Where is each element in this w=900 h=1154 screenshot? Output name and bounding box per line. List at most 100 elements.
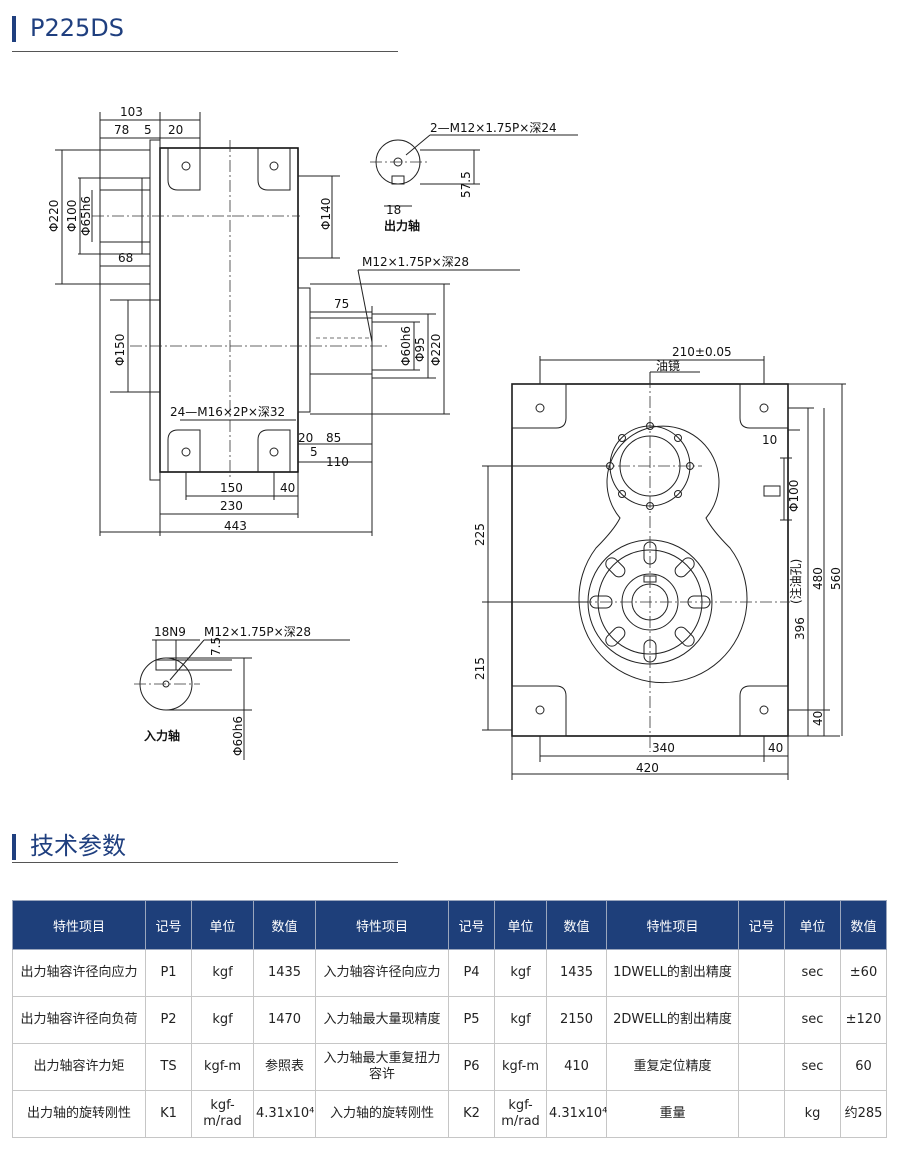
table-cell: P1 xyxy=(145,949,192,997)
table-cell: P2 xyxy=(145,996,192,1044)
input-thread-label: M12×1.75P×深28 xyxy=(204,625,311,639)
header-cell: 数值 xyxy=(546,900,607,950)
dim-20-bottom: 20 xyxy=(298,431,313,445)
table-cell: 入力轴容许径向应力 xyxy=(315,949,449,997)
header-cell: 单位 xyxy=(784,900,841,950)
table-cell: 1435 xyxy=(546,949,607,997)
table-cell: 2DWELL的割出精度 xyxy=(606,996,739,1044)
table-cell: 1435 xyxy=(253,949,316,997)
table-cell: 出力轴的旋转刚性 xyxy=(12,1090,146,1138)
table-cell: ±120 xyxy=(840,996,887,1044)
output-shaft-key xyxy=(391,175,405,185)
output-thread-label: 2—M12×1.75P×深24 xyxy=(430,121,557,135)
output-flange-slots xyxy=(589,541,711,663)
table-cell: kgf-m xyxy=(494,1043,547,1091)
front-view: 103 78 5 20 Φ220 Φ100 Φ65h6 68 Φ150 Φ140… xyxy=(47,105,520,536)
input-shaft-detail: 18N9 M12×1.75P×深28 7.5 Φ60h6 入力轴 xyxy=(134,625,350,760)
table-cell: K2 xyxy=(448,1090,495,1138)
mount-pad-top-left xyxy=(167,148,201,191)
table-cell: kgf xyxy=(494,949,547,997)
dim-57-5: 57.5 xyxy=(459,171,473,198)
oil-hole-label: (注油孔) xyxy=(788,559,803,604)
dim-340: 340 xyxy=(652,741,675,755)
dim-phi95: Φ95 xyxy=(413,337,427,362)
dim-210: 210±0.05 xyxy=(672,345,732,359)
table-cell: kg xyxy=(784,1090,841,1138)
title-accent-bar xyxy=(12,16,16,42)
header-cell: 数值 xyxy=(840,900,887,950)
header-cell: 特性项目 xyxy=(12,900,146,950)
drawing-section-title: P225DS xyxy=(12,14,124,42)
spec-title: 技术参数 xyxy=(30,832,126,860)
table-row: 出力轴容许径向应力 P1 kgf 1435 入力轴容许径向应力 P4 kgf 1… xyxy=(12,949,887,997)
table-cell: 1DWELL的割出精度 xyxy=(606,949,739,997)
dim-560: 560 xyxy=(829,567,843,590)
table-cell: 4.31x10⁴ xyxy=(253,1090,316,1138)
input-shaft-label: 入力轴 xyxy=(144,728,180,743)
spec-underline xyxy=(12,862,398,863)
dim-215: 215 xyxy=(473,657,487,680)
dim-phi220-right: Φ220 xyxy=(429,334,443,366)
dim-420: 420 xyxy=(636,761,659,775)
corner-pad-tr xyxy=(739,383,789,429)
table-cell: 1470 xyxy=(253,996,316,1044)
table-cell xyxy=(738,1043,785,1091)
table-row: 出力轴的旋转刚性 K1 kgf-m/rad 4.31x10⁴ 入力轴的旋转刚性 … xyxy=(12,1090,887,1138)
spec-table: 特性项目 记号 单位 数值 特性项目 记号 单位 数值 特性项目 记号 单位 数… xyxy=(12,900,887,1138)
dim-phi150: Φ150 xyxy=(113,334,127,366)
model-title: P225DS xyxy=(30,14,124,42)
spec-accent-bar xyxy=(12,834,16,860)
side-thread-label: M12×1.75P×深28 xyxy=(362,255,469,269)
output-shaft-label: 出力轴 xyxy=(384,218,420,233)
dim-230: 230 xyxy=(220,499,243,513)
table-cell: kgf xyxy=(191,996,254,1044)
dim-480: 480 xyxy=(811,567,825,590)
mount-pad-top-right xyxy=(257,148,291,191)
dim-110: 110 xyxy=(326,455,349,469)
table-cell: 2150 xyxy=(546,996,607,1044)
dim-68: 68 xyxy=(118,251,133,265)
dim-18n9: 18N9 xyxy=(154,625,186,639)
corner-pad-bl xyxy=(511,685,567,737)
technical-drawing: 103 78 5 20 Φ220 Φ100 Φ65h6 68 Φ150 Φ140… xyxy=(47,105,846,780)
spec-header-row: 特性项目 记号 单位 数值 特性项目 记号 单位 数值 特性项目 记号 单位 数… xyxy=(12,900,887,950)
housing-flange-right xyxy=(297,287,311,413)
dim-443: 443 xyxy=(224,519,247,533)
mount-pad-bottom-left xyxy=(167,429,201,472)
side-view: 210±0.05 油镜 10 Φ100 (注油孔) 396 480 40 560… xyxy=(473,345,846,780)
table-cell: ±60 xyxy=(840,949,887,997)
header-cell: 记号 xyxy=(448,900,495,950)
corner-pad-br xyxy=(739,685,789,737)
title-underline xyxy=(12,51,398,52)
output-shaft-detail: 2—M12×1.75P×深24 57.5 18 出力轴 xyxy=(370,121,578,233)
dim-phi140: Φ140 xyxy=(319,198,333,230)
table-cell: kgf-m/rad xyxy=(191,1090,254,1138)
dim-phi60h6-front: Φ60h6 xyxy=(399,326,413,366)
table-cell: 410 xyxy=(546,1043,607,1091)
table-cell xyxy=(738,949,785,997)
table-cell: kgf xyxy=(191,949,254,997)
table-cell: 约285 xyxy=(840,1090,887,1138)
table-cell: 入力轴的旋转刚性 xyxy=(315,1090,449,1138)
input-shaft-key xyxy=(155,659,177,671)
dim-5-top: 5 xyxy=(144,123,152,137)
table-row: 出力轴容许径向负荷 P2 kgf 1470 入力轴最大量现精度 P5 kgf 2… xyxy=(12,996,887,1044)
table-cell: sec xyxy=(784,1043,841,1091)
dim-78: 78 xyxy=(114,123,129,137)
header-cell: 特性项目 xyxy=(315,900,449,950)
header-cell: 数值 xyxy=(253,900,316,950)
dim-phi100-left: Φ100 xyxy=(65,200,79,232)
table-cell: P5 xyxy=(448,996,495,1044)
table-cell: 4.31x10⁴ xyxy=(546,1090,607,1138)
dim-phi65h6: Φ65h6 xyxy=(79,196,93,236)
table-cell: 60 xyxy=(840,1043,887,1091)
spec-section-title: 技术参数 xyxy=(12,826,126,861)
dim-5-bottom: 5 xyxy=(310,445,318,459)
table-row: 出力轴容许力矩 TS kgf-m 参照表 入力轴最大重复扭力容许 P6 kgf-… xyxy=(12,1043,887,1091)
dim-225: 225 xyxy=(473,523,487,546)
dim-75: 75 xyxy=(334,297,349,311)
table-cell: sec xyxy=(784,996,841,1044)
dim-40-bottom-side: 40 xyxy=(768,741,783,755)
table-cell: kgf xyxy=(494,996,547,1044)
dim-40-right: 40 xyxy=(811,711,825,726)
